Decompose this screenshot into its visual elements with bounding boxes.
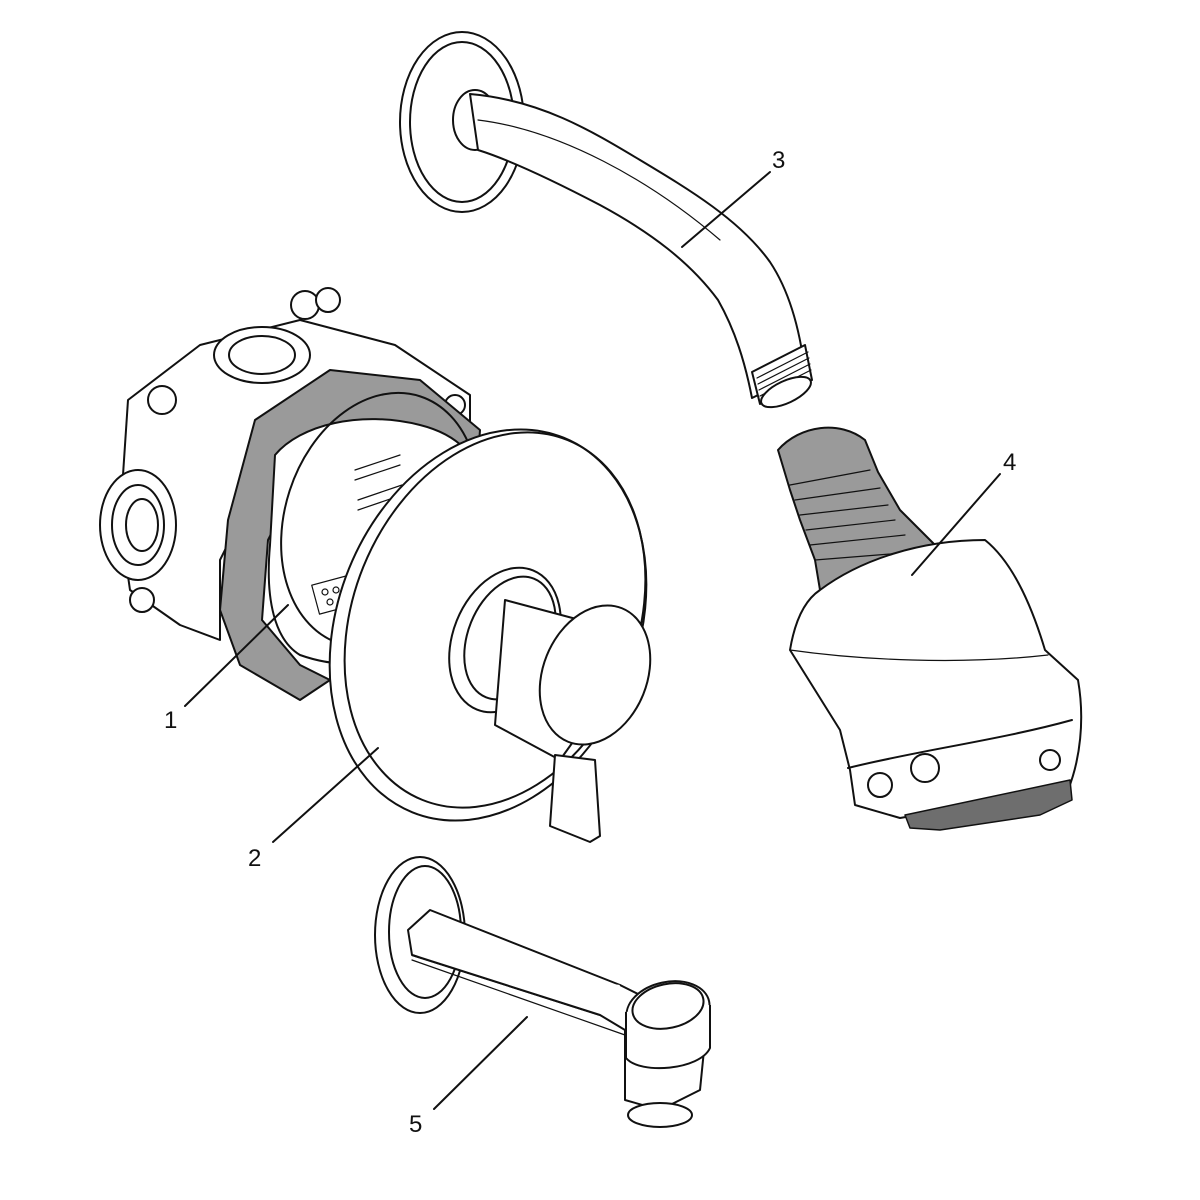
part-5-tub-spout — [374, 856, 711, 1128]
leader-line-4 — [911, 473, 1001, 576]
part-3-shower-arm — [399, 31, 813, 409]
part-4-shower-head — [777, 426, 1083, 831]
callout-1: 1 — [164, 707, 177, 734]
leader-line-2 — [272, 747, 379, 843]
leader-line-1 — [184, 604, 289, 707]
part-2-trim-handle — [328, 428, 652, 843]
leader-line-5 — [433, 1016, 528, 1110]
callout-numbers: 1 2 3 4 5 — [164, 147, 1016, 1138]
callout-4: 4 — [1003, 449, 1016, 476]
leader-lines — [184, 171, 1001, 1110]
leader-line-3 — [681, 171, 771, 248]
callout-2: 2 — [248, 845, 261, 872]
callout-5: 5 — [409, 1111, 422, 1138]
callout-3: 3 — [772, 147, 785, 174]
